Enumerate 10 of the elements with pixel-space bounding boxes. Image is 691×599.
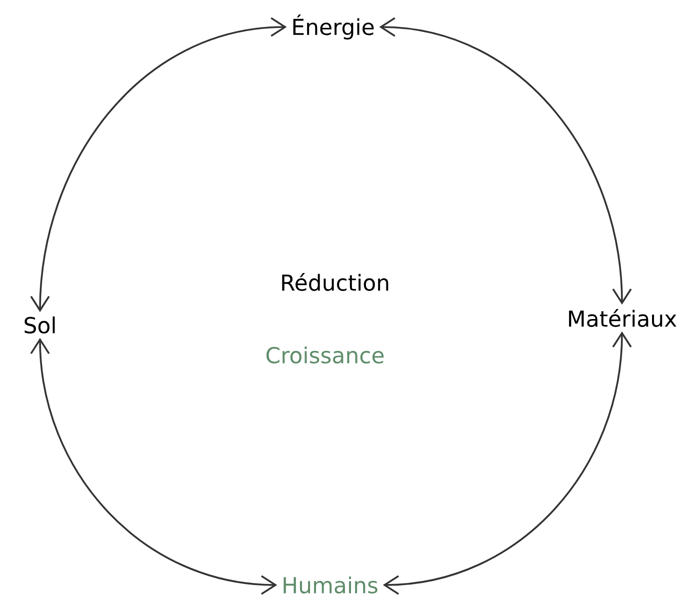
double-arrow [30,338,278,595]
double-arrow [30,17,287,312]
center-label: Croissance [266,346,384,364]
center-label: Réduction [282,273,388,291]
node-label: Sol [24,316,55,334]
node-label: Énergie [293,14,374,40]
node-label: Humains [284,576,378,594]
double-arrow [382,331,632,595]
node-label: Matériaux [569,309,676,327]
double-arrow [379,17,632,305]
